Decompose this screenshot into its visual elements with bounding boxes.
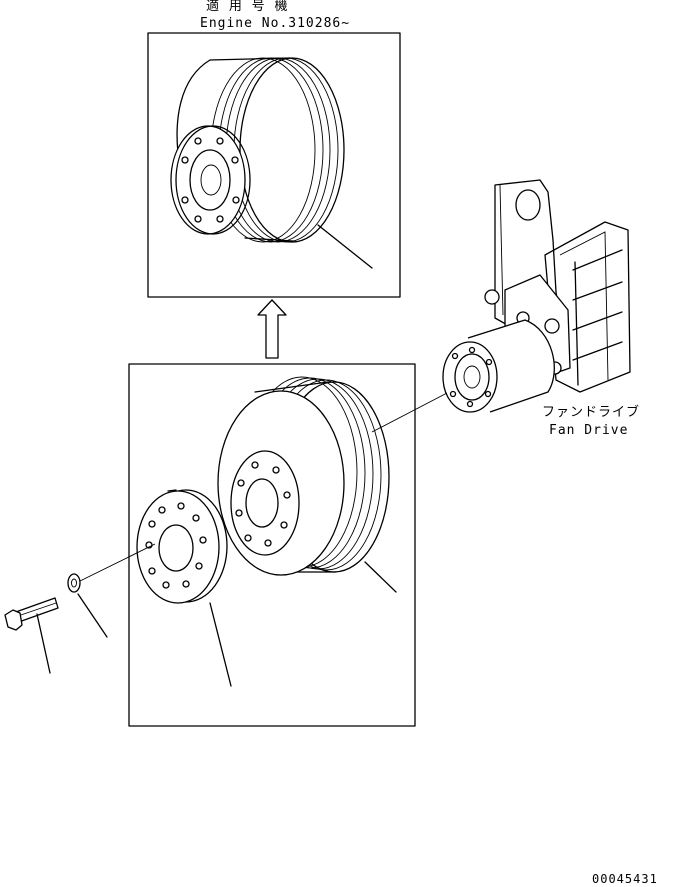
bolt	[4, 597, 59, 631]
drawing-number: 00045431	[592, 872, 658, 886]
leader-line-pulley	[364, 561, 397, 593]
detail-frame-top	[147, 32, 401, 298]
leader-line-washer	[77, 593, 108, 638]
replacement-arrow	[257, 299, 287, 359]
leader-line-bolt	[36, 613, 51, 674]
pulley-detail-view	[170, 57, 345, 243]
fan-drive-assembly	[442, 179, 631, 413]
applicable-serial-label-en: Engine No.310286~	[200, 16, 351, 31]
assembly-centerline-fan-drive	[371, 392, 448, 433]
fan-drive-label-en: Fan Drive	[549, 423, 629, 438]
pulley-large	[217, 376, 390, 576]
assembly-centerline-bolt	[79, 543, 156, 582]
fan-drive-label-jp: ファンドライブ	[542, 405, 641, 420]
leader-line-disc	[209, 602, 232, 687]
applicable-serial-label-jp: 適 用 号 機	[206, 0, 289, 14]
washer	[67, 573, 81, 593]
detail-frame-bottom	[128, 363, 416, 727]
leader-line-top-pulley	[317, 224, 373, 269]
adapter-disc	[136, 489, 228, 604]
